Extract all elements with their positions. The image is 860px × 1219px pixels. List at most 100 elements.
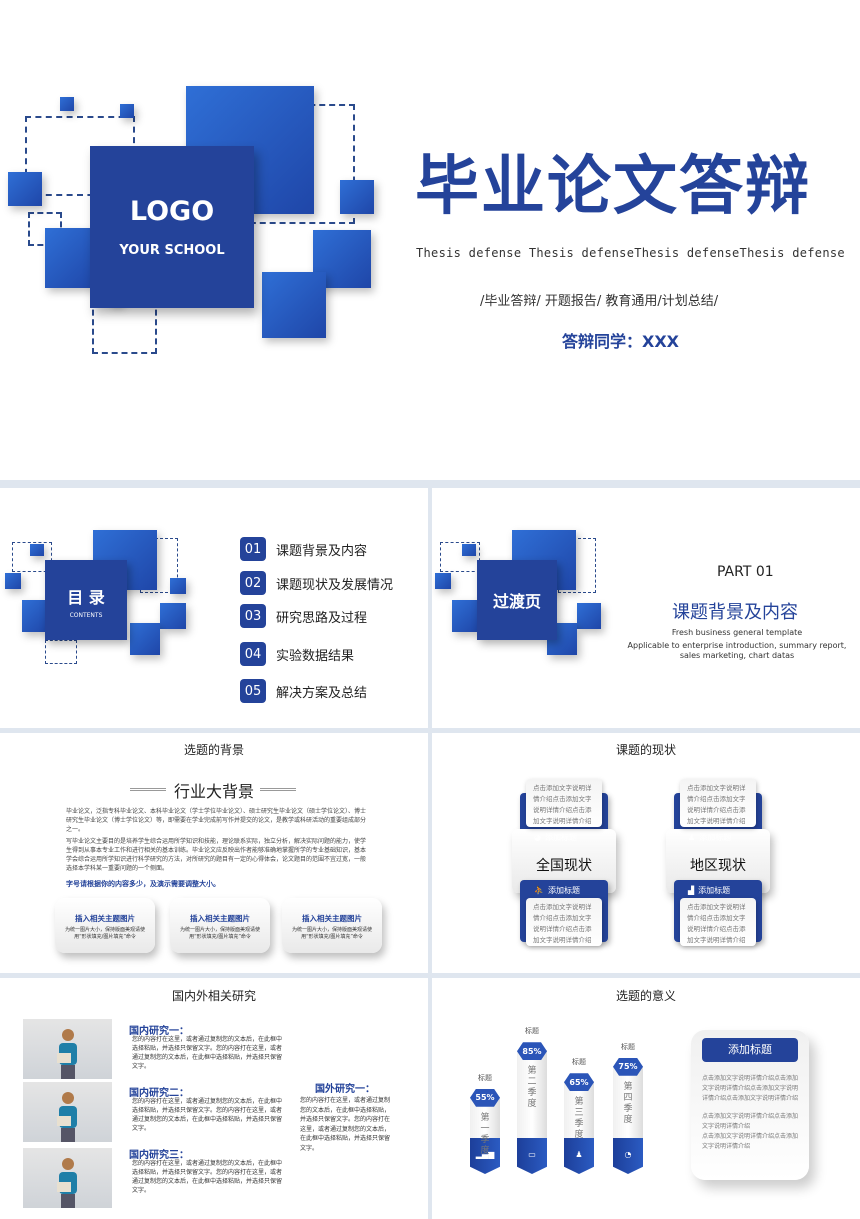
chart-icon: ▟ <box>688 886 695 895</box>
deco-square <box>170 578 186 594</box>
add-title-label[interactable]: ♟添加标题 <box>688 833 732 842</box>
person-image-icon <box>57 1158 77 1208</box>
deco-square <box>120 104 134 118</box>
transition-title-block: 过渡页 <box>477 560 557 640</box>
research-title: 国内研究一： <box>129 1026 189 1037</box>
info-box-text: 点击添加文字说明详情介绍点击添加文字说明详情介绍 <box>702 1133 799 1150</box>
quarter-label: 第一季度 <box>480 1112 490 1156</box>
column-caption: 标题 <box>572 1058 586 1067</box>
deco-square <box>340 180 374 214</box>
column-caption: 标题 <box>525 1027 539 1036</box>
deco-square <box>130 623 160 655</box>
transition-heading: 课题背景及内容 <box>672 602 798 623</box>
school-name: YOUR SCHOOL <box>119 243 225 258</box>
toc-item-5[interactable]: 05 解决方案及总结 <box>240 679 367 703</box>
person-image-icon <box>57 1029 77 1079</box>
percent-badge: 85% <box>517 1042 547 1061</box>
deco-square <box>22 600 48 632</box>
photo <box>23 1019 112 1079</box>
part-label: PART 01 <box>717 564 774 580</box>
card-title: 插入相关主题图片 <box>190 914 250 923</box>
status-name: 全国现状 <box>536 858 592 874</box>
slide-title: 国内外相关研究 <box>171 989 256 1003</box>
card-desc: 为统一图片大小，保持版面美观请使用“形状填充/图片填充”命令 <box>65 927 146 940</box>
quarter-column <box>517 1050 547 1146</box>
quarter-column <box>613 1065 643 1146</box>
image-card[interactable]: 插入相关主题图片为统一图片大小，保持版面美观请使用“形状填充/图片填充”命令 <box>55 898 155 953</box>
slide-title: 课题的现状 <box>615 743 676 757</box>
toc-subtitle: CONTENTS <box>69 612 103 619</box>
quarter-label: 第二季度 <box>527 1066 537 1110</box>
toc-label: 实验数据结果 <box>276 648 355 664</box>
size-note: 字号请根据你的内容多少，及演示需要调整大小。 <box>66 880 220 888</box>
slide-title: 选题的背景 <box>183 743 244 757</box>
cover-slide: LOGO YOUR SCHOOL 毕业论文答辩 Thesis defense T… <box>0 0 860 480</box>
foreign-title: 国外研究一： <box>315 1084 375 1095</box>
add-title-label[interactable]: ◕添加标题 <box>534 833 577 842</box>
column-base <box>517 1138 547 1174</box>
paragraph-2: 写毕业论文主要目的是培养学生综合运用所学知识和技能，理论联系实际，独立分析，解决… <box>66 838 367 872</box>
toc-label: 课题背景及内容 <box>276 543 368 559</box>
deco-square <box>262 272 326 338</box>
column-base <box>470 1138 500 1174</box>
paragraph-1: 毕业论文，泛指专科毕业论文、本科毕业论文（学士学位毕业论文）、硕士研究生毕业论文… <box>66 808 367 833</box>
info-box: 添加标题 点击添加文字说明详情介绍点击添加文字说明详情介绍点击添加文字说明详情介… <box>691 1030 809 1180</box>
transition-title: 过渡页 <box>492 592 541 611</box>
deco-square <box>435 573 451 589</box>
section-heading: 行业大背景 <box>173 782 254 801</box>
bar-chart-icon: ▂▄▆ <box>475 1150 495 1159</box>
pie-icon: ◕ <box>534 833 541 842</box>
transition-desc-2: Applicable to enterprise introduction, s… <box>627 641 847 660</box>
toc-number: 03 <box>240 604 266 628</box>
quarter-label: 第四季度 <box>623 1081 633 1125</box>
info-box-text: 点击添加文字说明详情介绍点击添加文字说明详情介绍点击添加文字说明详情介绍点击添加… <box>702 1075 799 1102</box>
toc-number: 05 <box>240 679 266 703</box>
dashed-frame <box>92 300 157 354</box>
toc-label: 解决方案及总结 <box>276 685 368 701</box>
toc-number: 02 <box>240 571 266 595</box>
research-title: 国内研究三： <box>129 1150 189 1161</box>
pie-icon: ◔ <box>624 1150 632 1159</box>
note-card: 点击添加文字说明详情介绍点击添加文字说明详情介绍点击添加文字说明详情介绍 <box>526 779 602 827</box>
meaning-slide: 选题的意义 标题 ▂▄▆ 55% 第一季度标题 ▭ 85% 第二季度标题 ♟ 6… <box>432 978 860 1219</box>
monitor-icon: ▭ <box>528 1150 536 1159</box>
transition-slide: 过渡页 PART 01 课题背景及内容 Fresh business gener… <box>432 488 860 728</box>
info-box-text: 点击添加文字说明详情介绍点击添加文字说明详情介绍 <box>702 1113 799 1130</box>
add-title-label[interactable]: ▟添加标题 <box>688 886 731 895</box>
dashed-frame <box>440 542 480 572</box>
card-title: 插入相关主题图片 <box>302 914 362 923</box>
info-box-title[interactable]: 添加标题 <box>702 1038 798 1062</box>
research-text: 您的内容打在这里，或者通过复制您的文本后，在此框中选择粘贴，并选择只保留文字。您… <box>132 1160 283 1194</box>
card-desc: 为统一图片大小，保持版面美观请使用“形状填充/图片填充”命令 <box>180 927 261 940</box>
toc-title: 目 录 <box>67 588 105 607</box>
heading-line <box>130 788 166 791</box>
deco-square <box>462 544 476 556</box>
image-card[interactable]: 插入相关主题图片为统一图片大小，保持版面美观请使用“形状填充/图片填充”命令 <box>282 898 382 953</box>
deco-square <box>30 544 44 556</box>
percent-badge: 55% <box>470 1088 500 1107</box>
add-title-label[interactable]: ⛹添加标题 <box>534 886 580 895</box>
cover-subtitle: Thesis defense Thesis defenseThesis defe… <box>416 246 845 260</box>
image-card[interactable]: 插入相关主题图片为统一图片大小，保持版面美观请使用“形状填充/图片填充”命令 <box>170 898 270 953</box>
user-icon: ♟ <box>688 833 696 842</box>
toc-title-block: 目 录 CONTENTS <box>45 560 127 640</box>
person-icon: ♟ <box>575 1150 583 1159</box>
percent-badge: 75% <box>613 1057 643 1076</box>
logo-text: LOGO <box>129 196 215 227</box>
deco-square <box>60 97 74 111</box>
research-text: 您的内容打在这里，或者通过复制您的文本后，在此框中选择粘贴，并选择只保留文字。您… <box>132 1098 283 1132</box>
column-base <box>613 1138 643 1174</box>
person-image-icon <box>57 1092 77 1142</box>
percent-badge: 65% <box>564 1073 594 1092</box>
foreign-text: 您的内容打在这里，或者通过复制您的文本后，在此框中选择粘贴，并选择只保留文字。您… <box>300 1097 391 1152</box>
research-slide: 国内外相关研究 国内研究一： 您的内容打在这里，或者通过复制您的文本后，在此框中… <box>0 978 428 1219</box>
dashed-frame <box>45 640 77 664</box>
status-name: 地区现状 <box>690 858 746 874</box>
note-card: 点击添加文字说明详情介绍点击添加文字说明详情介绍点击添加文字说明详情介绍 <box>680 898 756 946</box>
cover-title: 毕业论文答辩 <box>415 150 811 224</box>
